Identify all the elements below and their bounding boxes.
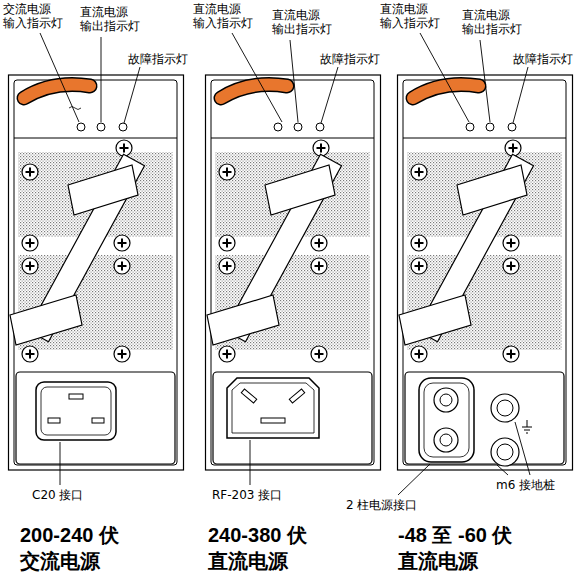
- indicator-label: 直流电源 输出指示灯: [80, 5, 136, 33]
- ground-label: m6 接地桩: [496, 478, 555, 492]
- connector-label: 2 柱电源接口: [346, 498, 417, 512]
- supply-caption: 240-380 伏 直流电源: [208, 522, 343, 574]
- indicator-label: 故障指示灯: [128, 52, 188, 66]
- indicator-label: 直流电源 输入指示灯: [380, 2, 436, 30]
- supply-caption: -48 至 -60 伏 直流电源: [398, 522, 558, 574]
- indicator-label: 故障指示灯: [320, 52, 380, 66]
- indicator-label: 直流电源 输入指示灯: [193, 2, 249, 30]
- connector-label: C20 接口: [32, 488, 83, 502]
- indicator-label: 直流电源 输出指示灯: [272, 8, 328, 36]
- connector-label: RF-203 接口: [212, 488, 282, 502]
- indicator-label: 交流电源 输入指示灯: [3, 2, 59, 30]
- leader-lines: [40, 33, 530, 495]
- indicator-label: 直流电源 输出指示灯: [462, 8, 518, 36]
- indicator-label: 故障指示灯: [513, 52, 573, 66]
- supply-caption: 200-240 伏 交流电源: [20, 522, 155, 574]
